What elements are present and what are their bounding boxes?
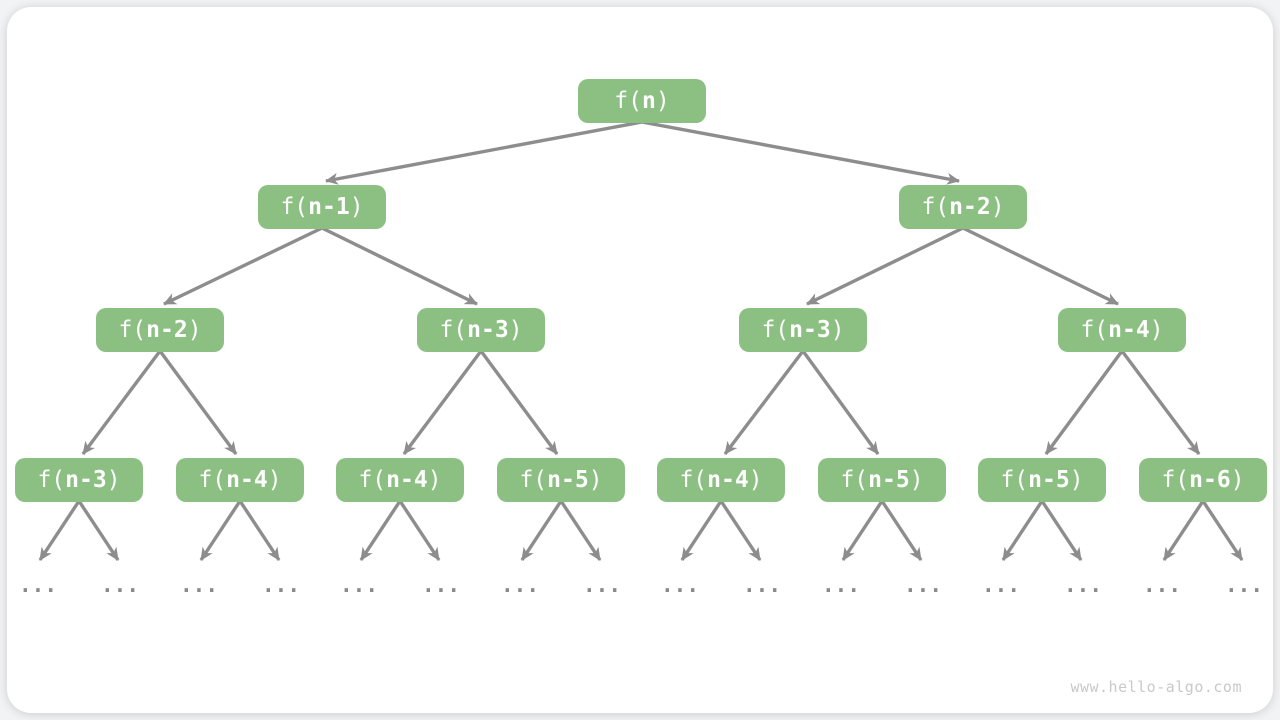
card-background — [7, 7, 1273, 713]
watermark: www.hello-algo.com — [1070, 678, 1242, 696]
